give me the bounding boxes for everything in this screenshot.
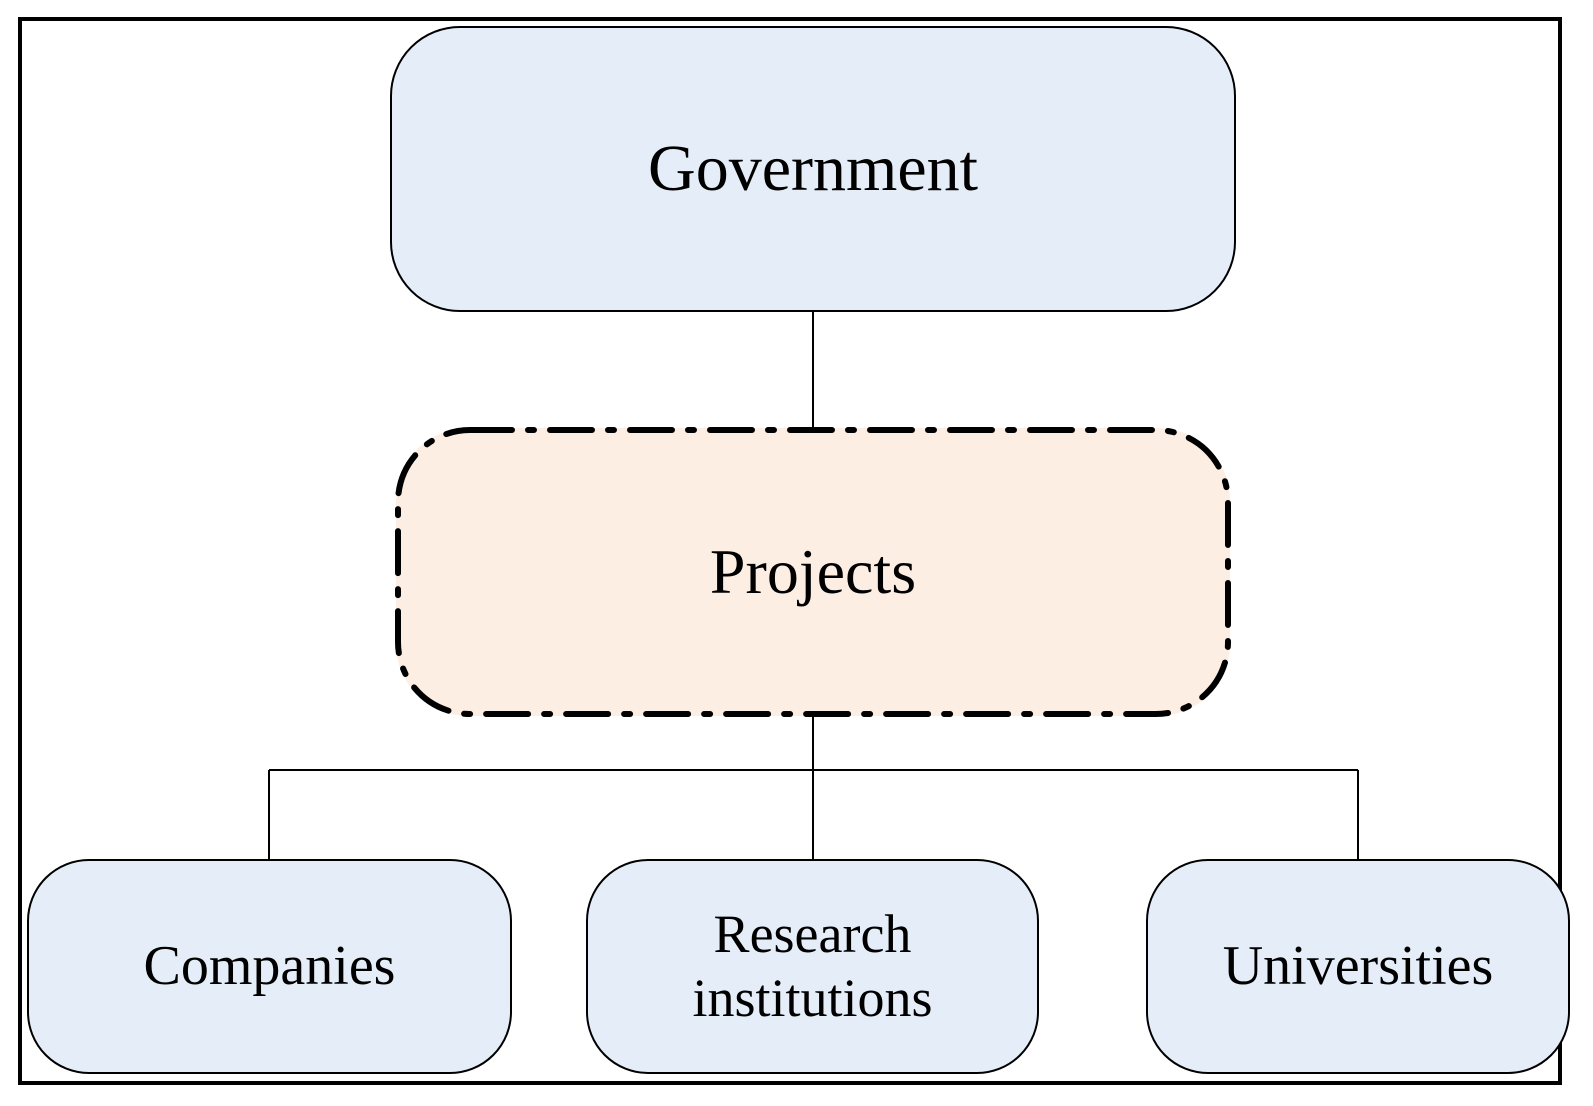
government-label: Government — [648, 132, 978, 206]
projects-node: Projects — [396, 428, 1230, 716]
universities-node: Universities — [1146, 859, 1570, 1074]
research-label-line-1: Research — [713, 903, 912, 964]
companies-node: Companies — [27, 859, 512, 1074]
research-label-line-2: institutions — [692, 967, 933, 1028]
universities-label: Universities — [1222, 935, 1494, 998]
companies-label: Companies — [143, 935, 396, 998]
diagram-frame — [18, 17, 1562, 1085]
government-node: Government — [390, 26, 1236, 312]
projects-label: Projects — [709, 536, 917, 608]
research-institutions-label: Research institutions — [692, 903, 932, 1030]
research-institutions-node: Research institutions — [586, 859, 1039, 1074]
